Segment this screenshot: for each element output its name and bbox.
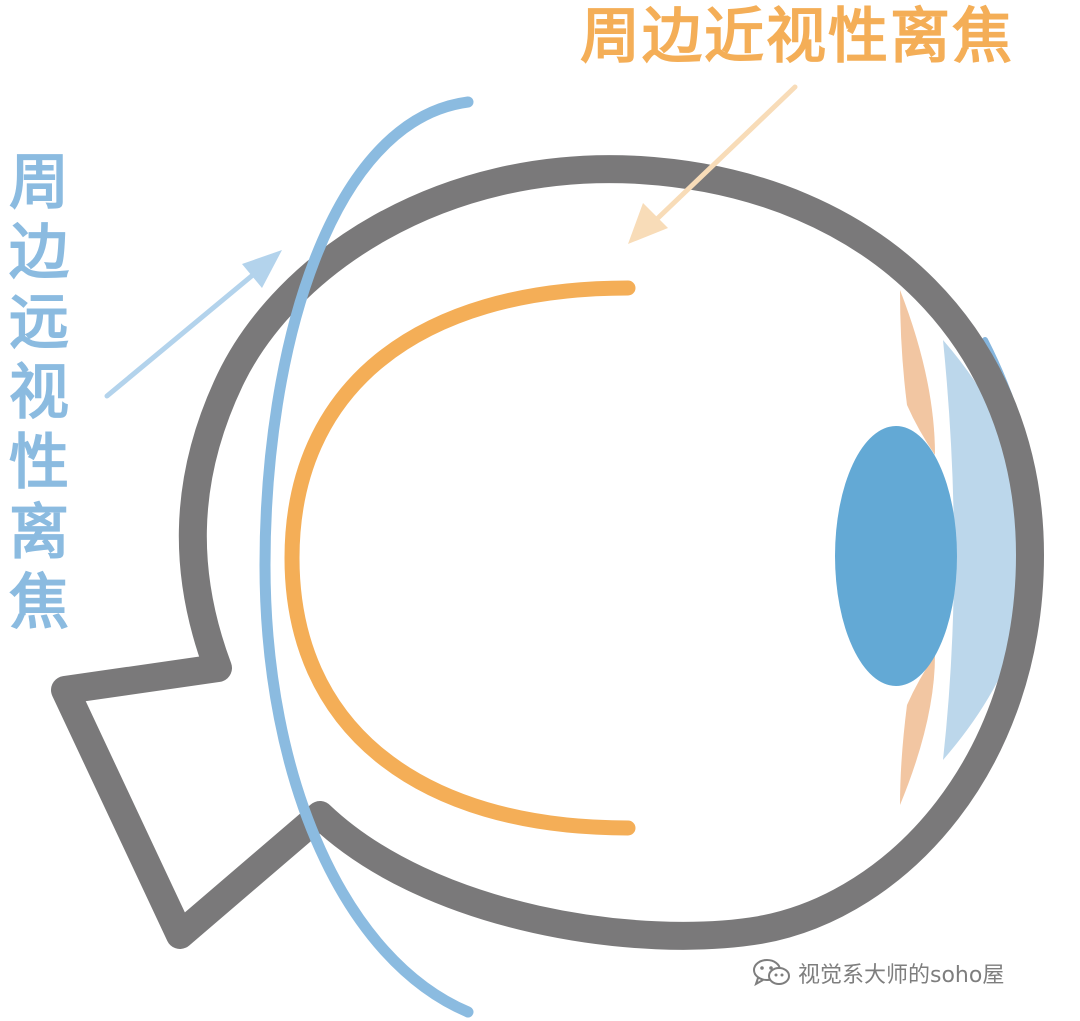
- eyeball-outline: [51, 155, 1044, 950]
- ciliary-body-upper: [900, 290, 935, 455]
- hyperopic-defocus-arrow: [104, 250, 282, 399]
- ciliary-body-lower: [900, 655, 935, 805]
- myopic-focal-plane-curve: [284, 280, 636, 836]
- watermark: 视觉系大师的soho屋: [752, 957, 1004, 989]
- hyperopic-focal-plane-curve: [259, 96, 474, 1018]
- watermark-text: 视觉系大师的soho屋: [798, 963, 1005, 988]
- hyperopic-defocus-label: 周边远视性离焦: [9, 148, 69, 638]
- myopic-defocus-label: 周边近视性离焦: [580, 2, 1014, 72]
- wechat-icon: [752, 958, 792, 988]
- lens: [835, 426, 957, 686]
- myopic-defocus-arrow: [628, 84, 798, 244]
